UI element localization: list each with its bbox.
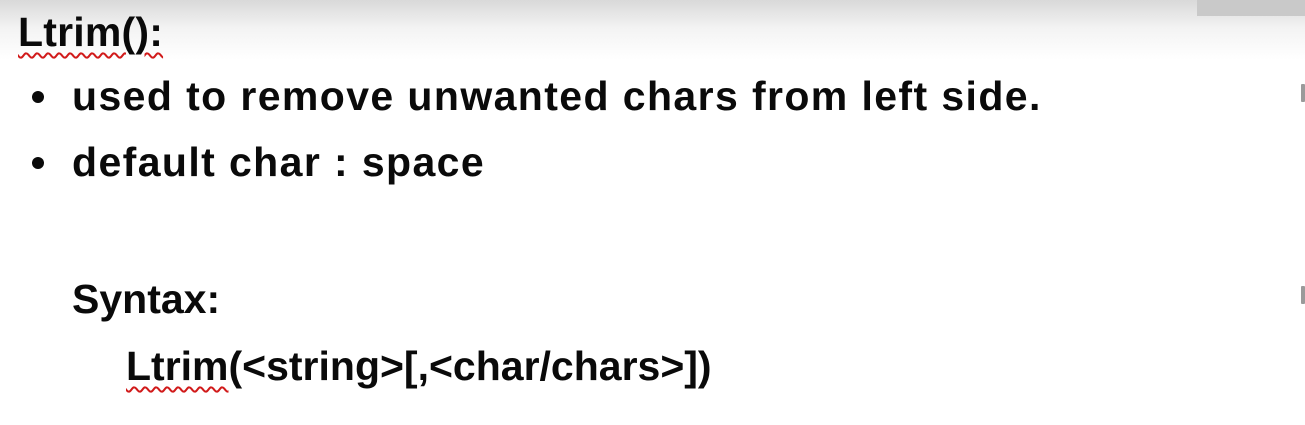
- edge-marker: [1301, 286, 1305, 304]
- bullet-text: used to remove unwanted chars from left …: [72, 73, 1042, 119]
- bullet-text: default char : space: [72, 139, 486, 185]
- edge-marker: [1301, 84, 1305, 102]
- bullet-icon: [32, 91, 44, 103]
- syntax-function-name: Ltrim: [126, 343, 229, 389]
- syntax-code: Ltrim(<string>[,<char/chars>]): [126, 338, 712, 394]
- syntax-arguments: (<string>[,<char/chars>]): [228, 343, 712, 389]
- title-text: Ltrim():: [18, 9, 164, 55]
- slide-title: Ltrim():: [18, 6, 163, 58]
- syntax-label: Syntax:: [72, 276, 221, 322]
- bullet-icon: [32, 157, 44, 169]
- window-corner: [1197, 0, 1305, 16]
